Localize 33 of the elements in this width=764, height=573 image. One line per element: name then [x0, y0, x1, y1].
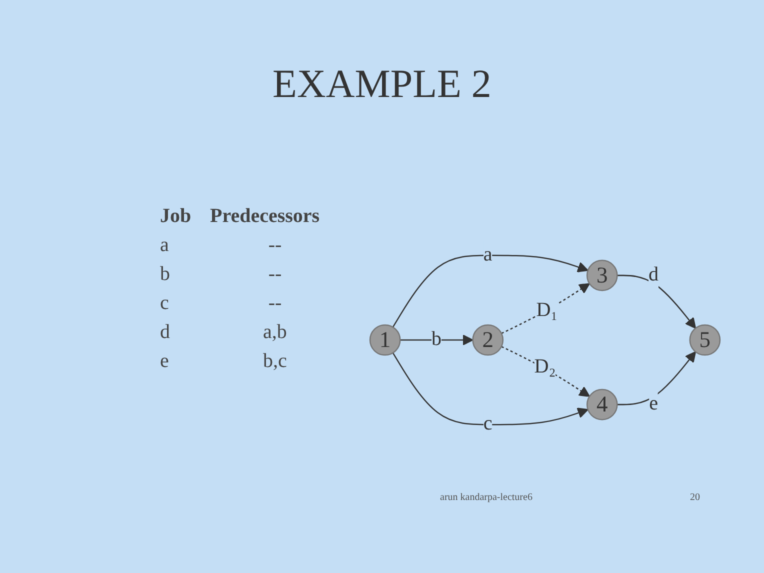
node-circle: 1: [369, 324, 401, 356]
arrow: [617, 274, 696, 329]
arrow: [617, 351, 696, 406]
edge-label: a: [483, 244, 492, 266]
table-cell: b,c: [263, 350, 287, 373]
edge-label: c: [483, 413, 492, 435]
table-cell: --: [268, 263, 282, 286]
footer-text: arun kandarpa-lecture6: [440, 492, 532, 503]
edge-label: b: [431, 328, 442, 350]
table-cell: --: [268, 234, 282, 257]
table-cell: a: [160, 234, 169, 257]
edge-label: e: [649, 393, 658, 415]
edge-label: d: [648, 264, 659, 286]
column-header: Predecessors: [210, 205, 320, 228]
table-cell: b: [160, 263, 170, 286]
slide-title: EXAMPLE 2: [272, 60, 492, 107]
column-header: Job: [160, 205, 192, 228]
edge-label: D₁: [536, 300, 558, 322]
node-circle: 2: [472, 324, 504, 356]
node-circle: 4: [586, 388, 618, 420]
edge-label: D₂: [534, 356, 556, 378]
arrow: [392, 254, 588, 328]
page-number: 20: [690, 492, 700, 503]
table-cell: --: [268, 292, 282, 315]
table-cell: c: [160, 292, 169, 315]
table-cell: a,b: [263, 321, 287, 344]
arrow: [392, 352, 588, 426]
arrow: [501, 346, 590, 397]
node-circle: 5: [689, 324, 721, 356]
arrow: [501, 283, 590, 334]
table-cell: d: [160, 321, 170, 344]
table-cell: e: [160, 350, 169, 373]
node-circle: 3: [586, 260, 618, 292]
